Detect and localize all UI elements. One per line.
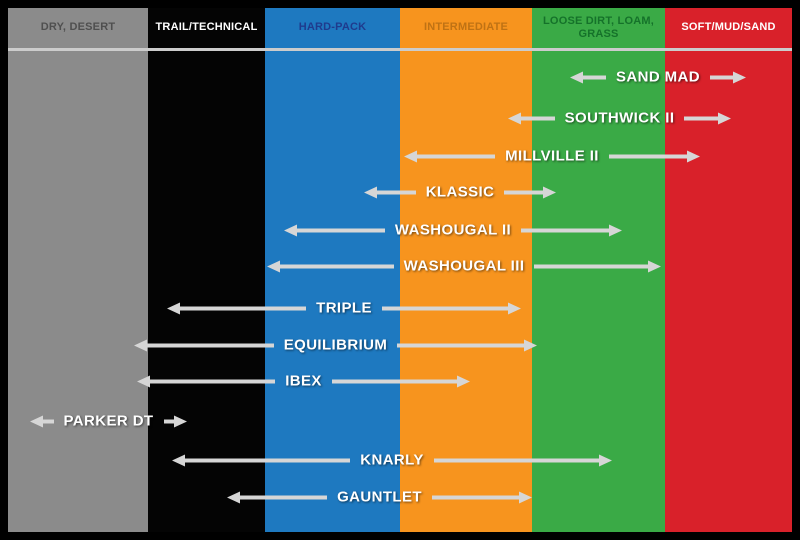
arrowhead-right-icon — [457, 375, 470, 387]
arrow-line — [377, 190, 416, 194]
column-intermediate: INTERMEDIATE — [400, 8, 532, 532]
arrowhead-left-icon — [167, 302, 180, 314]
arrowhead-left-icon — [364, 186, 377, 198]
tire-range-row: WASHOUGAL II — [284, 221, 623, 239]
column-header-dry-desert: DRY, DESERT — [40, 21, 116, 34]
arrowhead-right-icon — [524, 339, 538, 351]
arrow-line — [397, 343, 525, 347]
tire-range-row: MILLVILLE II — [404, 148, 700, 165]
tire-label: SAND MAD — [615, 68, 701, 86]
arrowhead-left-icon — [508, 112, 521, 124]
arrowhead-left-icon — [134, 339, 147, 351]
tire-label: SOUTHWICK II — [564, 109, 675, 127]
column-header-loose-dirt-loam-grass: LOOSE DIRT, LOAM, GRASS — [543, 14, 654, 40]
column-loose-dirt-loam-grass: LOOSE DIRT, LOAM, GRASS — [532, 8, 665, 532]
arrow-line — [381, 306, 508, 310]
arrows-layer: SAND MAD SOUTHWICK II MILLVILLE II KLASSIC W… — [8, 8, 792, 532]
tire-range-row: WASHOUGAL III — [267, 257, 662, 275]
arrowhead-left-icon — [227, 491, 240, 503]
arrow-line — [147, 343, 274, 347]
tire-label: TRIPLE — [316, 299, 372, 317]
arrow-line — [163, 419, 174, 423]
arrow-line — [710, 75, 733, 79]
arrowhead-right-icon — [718, 112, 732, 124]
arrowhead-left-icon — [404, 150, 417, 162]
arrowhead-right-icon — [599, 454, 612, 466]
arrowhead-right-icon — [687, 150, 700, 162]
arrowhead-left-icon — [267, 260, 280, 272]
tire-range-row: TRIPLE — [167, 300, 521, 317]
arrow-line — [521, 228, 610, 232]
arrowhead-right-icon — [508, 302, 521, 314]
column-hard-pack: HARD-PACK — [265, 8, 400, 532]
arrow-line — [240, 495, 328, 499]
tire-range-row: IBEX — [137, 373, 470, 390]
column-header-hard-pack: HARD-PACK — [298, 21, 367, 34]
tire-label: KLASSIC — [425, 183, 495, 201]
arrow-line — [150, 379, 276, 383]
arrow-line — [583, 75, 606, 79]
tire-range-row: GAUNTLET — [227, 488, 533, 506]
tire-range-row: SAND MAD — [570, 69, 746, 86]
tire-label: IBEX — [285, 372, 322, 390]
arrowhead-left-icon — [284, 224, 297, 236]
header-divider — [8, 48, 792, 51]
arrow-line — [280, 264, 394, 268]
arrow-line — [504, 190, 544, 194]
arrow-line — [433, 458, 599, 462]
tire-label: WASHOUGAL III — [403, 257, 525, 275]
tire-label: MILLVILLE II — [505, 147, 599, 165]
arrowhead-right-icon — [519, 491, 533, 503]
tire-range-row: SOUTHWICK II — [508, 109, 732, 127]
arrowhead-left-icon — [570, 71, 583, 83]
arrow-line — [417, 154, 496, 158]
arrow-line — [43, 419, 54, 423]
tire-label: PARKER DT — [63, 412, 154, 430]
column-header-soft-mud-sand: SOFT/MUD/SAND — [681, 21, 776, 34]
chart-area: DRY, DESERT TRAIL/TECHNICAL HARD-PACK IN… — [8, 8, 792, 532]
arrow-line — [608, 154, 687, 158]
column-header-intermediate: INTERMEDIATE — [423, 21, 509, 34]
column-header-trail-technical: TRAIL/TECHNICAL — [155, 21, 258, 34]
terrain-columns: DRY, DESERT TRAIL/TECHNICAL HARD-PACK IN… — [8, 8, 792, 532]
tire-label: WASHOUGAL II — [394, 221, 512, 239]
arrowhead-right-icon — [733, 71, 746, 83]
column-dry-desert: DRY, DESERT — [8, 8, 148, 532]
arrowhead-right-icon — [543, 186, 557, 198]
tire-label: GAUNTLET — [337, 488, 422, 506]
column-soft-mud-sand: SOFT/MUD/SAND — [665, 8, 792, 532]
tire-label: KNARLY — [360, 451, 424, 469]
arrow-line — [185, 458, 351, 462]
tire-range-row: KNARLY — [172, 452, 612, 469]
tire-range-row: PARKER DT — [30, 413, 187, 430]
arrowhead-right-icon — [609, 224, 623, 236]
arrowhead-left-icon — [30, 415, 43, 427]
arrowhead-left-icon — [172, 454, 185, 466]
arrowhead-right-icon — [648, 260, 662, 272]
arrow-line — [180, 306, 307, 310]
arrowhead-right-icon — [174, 415, 187, 427]
arrowhead-left-icon — [137, 375, 150, 387]
column-trail-technical: TRAIL/TECHNICAL — [148, 8, 265, 532]
tire-range-row: EQUILIBRIUM — [134, 336, 538, 354]
arrow-line — [431, 495, 520, 499]
arrow-line — [684, 116, 719, 120]
arrow-line — [521, 116, 555, 120]
tire-label: EQUILIBRIUM — [283, 336, 388, 354]
arrow-line — [297, 228, 385, 232]
tire-range-row: KLASSIC — [364, 183, 557, 201]
arrow-line — [331, 379, 457, 383]
arrow-line — [534, 264, 649, 268]
